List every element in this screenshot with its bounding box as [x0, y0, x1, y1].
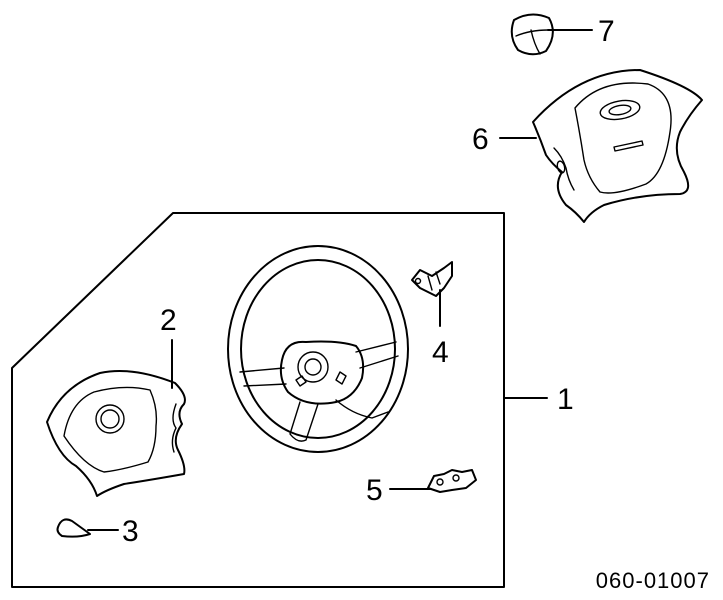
callout-4: 4 [432, 336, 449, 369]
callout-5: 5 [366, 474, 383, 507]
switch-part [427, 469, 477, 493]
small-cover-part [56, 518, 91, 538]
callout-2: 2 [160, 304, 177, 337]
callout-1: 1 [557, 383, 574, 416]
bracket-part [411, 261, 453, 297]
steering-pad-lower-part [46, 370, 186, 497]
assembly-frame [11, 212, 505, 588]
steering-pad-upper-part [532, 69, 703, 223]
diagram-code: 060-01007 [596, 568, 710, 593]
horn-emblem-part [510, 13, 554, 56]
callout-3: 3 [122, 515, 139, 548]
steering-wheel-part [227, 245, 409, 453]
callout-6: 6 [472, 123, 489, 156]
callout-7: 7 [598, 15, 615, 48]
